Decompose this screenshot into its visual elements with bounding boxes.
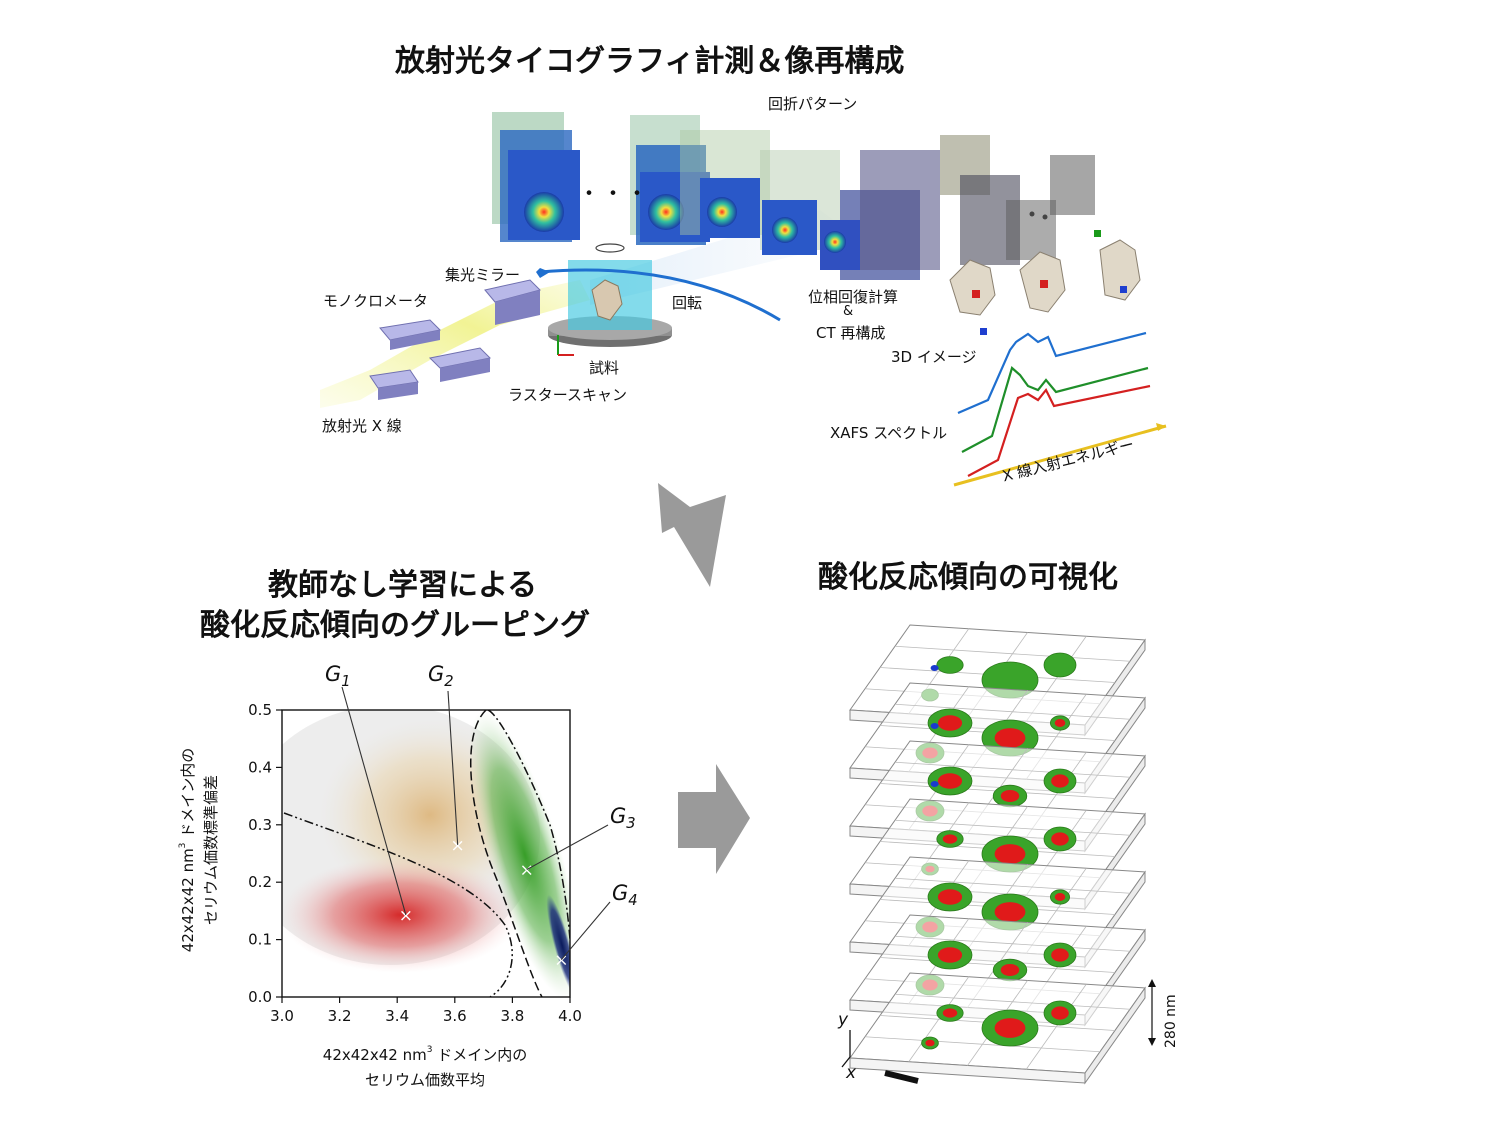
- label-mirror: 集光ミラー: [445, 266, 521, 284]
- particle-red: [994, 902, 1026, 922]
- label-monochromator: モノクロメータ: [323, 292, 429, 310]
- label-3d-image: 3D イメージ: [891, 348, 977, 366]
- height-arrow-top: [1148, 979, 1156, 987]
- experiment-schematic: [320, 112, 1167, 487]
- axis-x-label: x: [846, 1063, 857, 1083]
- plot-area: [282, 710, 570, 997]
- label-xray: 放射光 X 線: [322, 417, 402, 435]
- particle-red: [1000, 790, 1020, 802]
- particle-red: [925, 1039, 935, 1047]
- group-label-g4: G4: [612, 881, 638, 909]
- slice-grid-line: [864, 1036, 1101, 1053]
- diffraction-stack-1: [492, 112, 580, 242]
- particle-red: [994, 844, 1026, 864]
- x-tick-label: 3.8: [500, 1007, 524, 1025]
- x-tick-label: 3.6: [443, 1007, 467, 1025]
- particle-red: [937, 715, 963, 731]
- particle-red: [1051, 1006, 1069, 1020]
- group-label-g1: G1: [325, 662, 351, 690]
- particle-red: [1051, 948, 1069, 962]
- visualization-title: 酸化反応傾向の可視化: [818, 560, 1118, 595]
- cloud-g1: [282, 857, 520, 973]
- scatter-chart: 3.0 3.2 3.4 3.6 3.8 4.0 0.0 0.1 0.2 0.3 0.4 0.5 × ×…: [248, 686, 611, 1025]
- label-rotation: 回転: [672, 294, 703, 312]
- centroid-marker-g2: ×: [451, 836, 465, 856]
- y-tick-label: 0.1: [248, 931, 272, 949]
- leader-line-g3: [526, 824, 609, 871]
- y-tick-label: 0.3: [248, 816, 272, 834]
- particle-red: [937, 947, 963, 963]
- xafs-spectra: [953, 331, 1167, 487]
- label-raster: ラスタースキャン: [508, 386, 627, 404]
- scale-bar: [884, 1070, 919, 1084]
- particle-red: [942, 1008, 958, 1018]
- particle-red: [937, 889, 963, 905]
- grouping-title-line1: 教師なし学習による: [268, 568, 538, 603]
- x-ticks: 3.0 3.2 3.4 3.6 3.8 4.0: [270, 997, 582, 1025]
- particle-red: [942, 834, 958, 844]
- x-tick-label: 3.0: [270, 1007, 294, 1025]
- particle-red: [1051, 832, 1069, 846]
- x-tick-label: 3.4: [385, 1007, 409, 1025]
- particle-red: [937, 773, 963, 789]
- particle-red: [994, 728, 1026, 748]
- x-tick-label: 3.2: [328, 1007, 352, 1025]
- slice-grid-line: [1025, 984, 1087, 1070]
- particle-red: [1000, 964, 1020, 976]
- x-tick-label: 4.0: [558, 1007, 582, 1025]
- leader-line-g2: [447, 690, 459, 845]
- focusing-mirror: [484, 279, 541, 325]
- axis-x-arrow: [841, 1056, 851, 1068]
- height-arrow-bottom: [1148, 1038, 1156, 1046]
- label-phase-line2: &: [843, 304, 854, 319]
- y-tick-label: 0.4: [248, 758, 272, 776]
- stack-height-label: 280 nm: [1163, 994, 1179, 1048]
- diffraction-stack-3: [680, 130, 770, 238]
- centroid-marker-g3: ×: [520, 861, 534, 881]
- diffraction-stack-2: [630, 115, 710, 245]
- arrow-right: [678, 764, 750, 874]
- particle-red: [1051, 774, 1069, 788]
- reconstruction-3d-images: [949, 211, 1141, 335]
- axis-y-label: y: [838, 1010, 849, 1030]
- y-tick-label: 0.2: [248, 873, 272, 891]
- slice-7: [849, 972, 1146, 1085]
- x-axis-label: 42x42x42 nm3 ドメイン内の セリウム価数平均: [322, 1045, 528, 1089]
- centroid-marker-g1: ×: [399, 906, 413, 926]
- particle-blue: [930, 781, 939, 787]
- label-sample: 試料: [589, 359, 620, 377]
- label-xafs: XAFS スペクトル: [830, 424, 948, 442]
- monochromator: [369, 319, 492, 400]
- slice-stack: [841, 624, 1156, 1085]
- slice-side-face: [1084, 986, 1146, 1085]
- group-leader-lines: [341, 686, 611, 961]
- label-phase-line1: 位相回復計算: [808, 288, 899, 306]
- label-diffraction: 回折パターン: [768, 95, 858, 113]
- y-tick-label: 0.0: [248, 988, 272, 1006]
- arrow-down-left: [658, 483, 726, 587]
- particle-blue: [930, 665, 939, 671]
- particle-red: [1054, 893, 1066, 901]
- grouping-title-line2: 酸化反応傾向のグルーピング: [200, 608, 590, 643]
- group-label-g3: G3: [610, 804, 636, 832]
- leader-line-g4: [560, 901, 611, 961]
- y-axis-label: 42x42x42 nm3 ドメイン内の セリウム価数標準偏差: [178, 747, 220, 953]
- particle-blue: [930, 723, 939, 729]
- particle-green: [936, 656, 964, 674]
- group-label-g2: G2: [428, 662, 454, 690]
- particle-red: [994, 1018, 1026, 1038]
- label-dots: ・・・: [578, 182, 651, 207]
- y-tick-label: 0.5: [248, 701, 272, 719]
- particle-red: [1054, 719, 1066, 727]
- main-title: 放射光タイコグラフィ計測＆像再構成: [395, 44, 905, 79]
- y-ticks: 0.0 0.1 0.2 0.3 0.4 0.5: [248, 701, 282, 1006]
- label-phase-line3: CT 再構成: [816, 324, 886, 342]
- leader-line-g1: [341, 686, 407, 916]
- particle-green: [1043, 652, 1077, 678]
